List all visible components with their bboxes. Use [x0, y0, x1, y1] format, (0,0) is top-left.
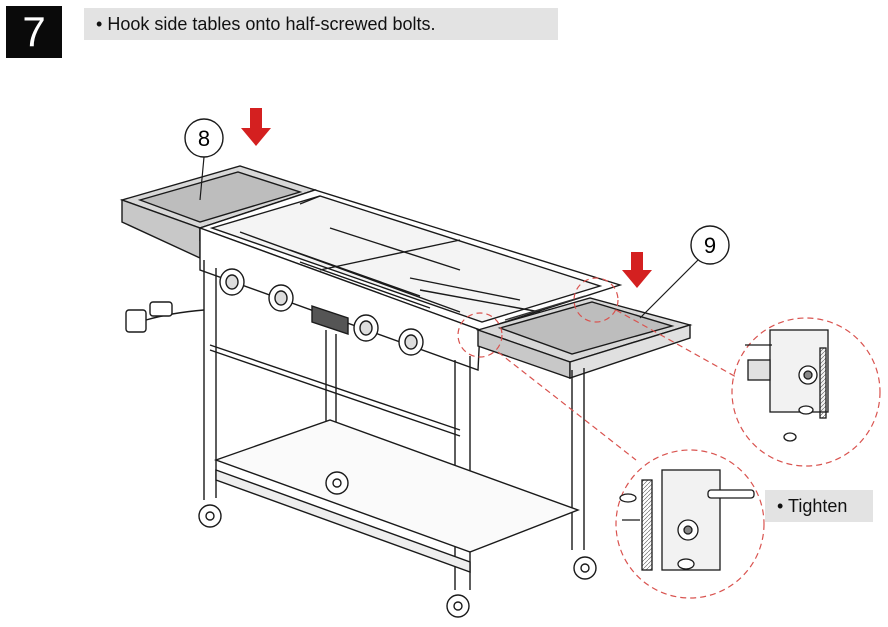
down-arrow-icon [622, 252, 652, 288]
step-number-badge: 7 [6, 6, 62, 58]
right-side-table [475, 295, 693, 379]
gas-regulator [125, 301, 205, 333]
callout-8: 8 [184, 118, 224, 201]
callout-8-label: 8 [198, 126, 210, 151]
tighten-bullet: • [777, 496, 784, 516]
callout-9: 9 [639, 225, 730, 319]
down-arrow-icon [241, 108, 271, 146]
instruction-banner: • Hook side tables onto half-screwed bol… [84, 8, 558, 40]
grill-frame [203, 260, 585, 590]
detail-view-upper [745, 329, 829, 442]
control-knobs [219, 268, 424, 356]
callout-9-label: 9 [704, 233, 716, 258]
detail-highlights [457, 277, 881, 599]
instruction-bullet: • [96, 14, 103, 34]
detail-view-lower [619, 469, 755, 571]
tighten-label: • Tighten [765, 490, 873, 522]
instruction-text: Hook side tables onto half-screwed bolts… [107, 14, 436, 34]
grill-body [197, 189, 623, 371]
tighten-text: Tighten [788, 496, 848, 516]
caster-wheels [198, 471, 597, 618]
